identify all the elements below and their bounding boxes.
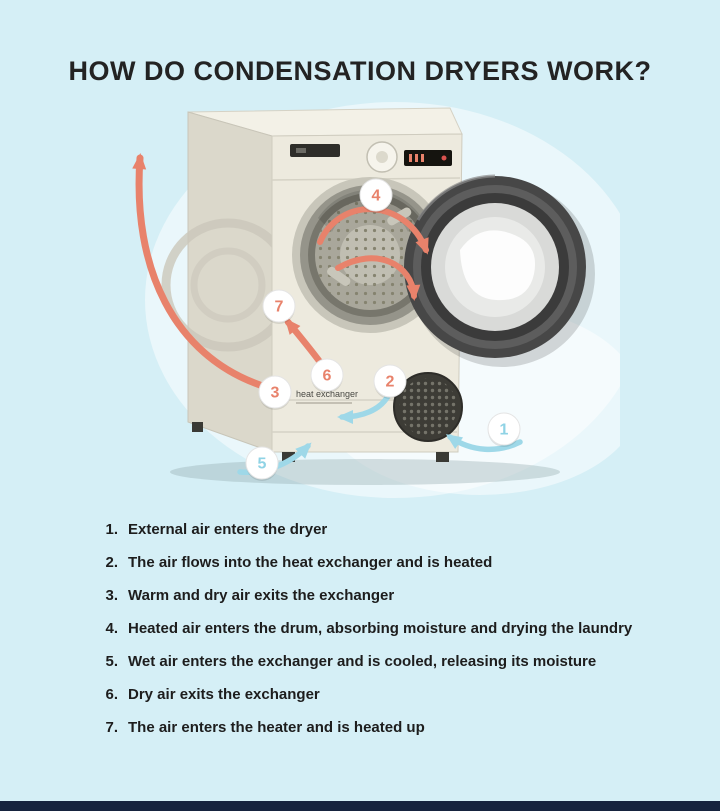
- svg-text:2: 2: [386, 374, 395, 391]
- airflow-arrow-into-exchanger: [337, 393, 391, 424]
- step-badges: 4 7 6 3 2: [245, 178, 521, 481]
- svg-text:5: 5: [258, 456, 267, 473]
- laundry-in-door: [460, 230, 536, 301]
- dryer-foot: [192, 422, 203, 432]
- list-item: 3. Warm and dry air exits the exchanger: [96, 586, 632, 606]
- step-badge-2: 2: [373, 364, 407, 399]
- step-text: Dry air exits the exchanger: [128, 686, 320, 703]
- step-badge-7: 7: [262, 289, 296, 324]
- list-item: 4. Heated air enters the drum, absorbing…: [96, 619, 632, 639]
- floor-shadow: [170, 459, 560, 485]
- side-panel-emboss-inner: [190, 247, 266, 323]
- svg-text:7: 7: [275, 299, 284, 316]
- svg-text:3: 3: [271, 385, 280, 402]
- step-badge-4: 4: [359, 178, 393, 213]
- airflow-arrow-exit-left: [132, 153, 264, 389]
- step-text: The air flows into the heat exchanger an…: [128, 554, 493, 571]
- step-badge-3: 3: [258, 375, 292, 410]
- drum-paddle: [327, 266, 351, 286]
- step-text: Wet air enters the exchanger and is cool…: [128, 653, 597, 670]
- dryer-drum: [292, 177, 448, 333]
- list-item: 6. Dry air exits the exchanger: [96, 685, 632, 705]
- dryer-foot: [282, 452, 295, 462]
- step-badge-6: 6: [310, 358, 344, 393]
- step-number: 1.: [105, 521, 118, 538]
- step-badge-1: 1: [487, 412, 521, 447]
- step-number: 4.: [105, 620, 118, 637]
- step-number: 5.: [105, 653, 118, 670]
- dryer-diagram: heat exchanger: [132, 102, 620, 498]
- airflow-arrow-external-in: [445, 434, 523, 453]
- steps-list: 1. External air enters the dryer 2. The …: [96, 520, 632, 751]
- step-text: The air enters the heater and is heated …: [128, 719, 425, 736]
- step-number: 2.: [105, 554, 118, 571]
- page-title: HOW DO CONDENSATION DRYERS WORK?: [68, 56, 652, 86]
- airflow-arrow-heater: [284, 318, 324, 366]
- dryer-foot: [436, 452, 449, 462]
- svg-text:1: 1: [500, 422, 509, 439]
- list-item: 1. External air enters the dryer: [96, 520, 632, 540]
- step-text: Warm and dry air exits the exchanger: [128, 587, 395, 604]
- list-item: 5. Wet air enters the exchanger and is c…: [96, 652, 632, 672]
- step-number: 6.: [105, 686, 118, 703]
- svg-text:4: 4: [372, 188, 381, 205]
- footer-bar: [0, 801, 720, 811]
- step-text: Heated air enters the drum, absorbing mo…: [128, 620, 633, 637]
- step-text: External air enters the dryer: [128, 521, 328, 538]
- step-badge-5: 5: [245, 446, 279, 481]
- step-number: 3.: [105, 587, 118, 604]
- vent-grille: [393, 372, 463, 442]
- heat-exchanger-label: heat exchanger: [296, 389, 358, 399]
- svg-text:6: 6: [323, 368, 332, 385]
- control-panel: [271, 141, 461, 181]
- step-number: 7.: [105, 719, 118, 736]
- airflow-arrow-drum-inner: [335, 255, 421, 301]
- list-item: 7. The air enters the heater and is heat…: [96, 718, 632, 738]
- list-item: 2. The air flows into the heat exchanger…: [96, 553, 632, 573]
- dryer-door-open: [404, 174, 595, 367]
- door-release-slot: [290, 144, 340, 157]
